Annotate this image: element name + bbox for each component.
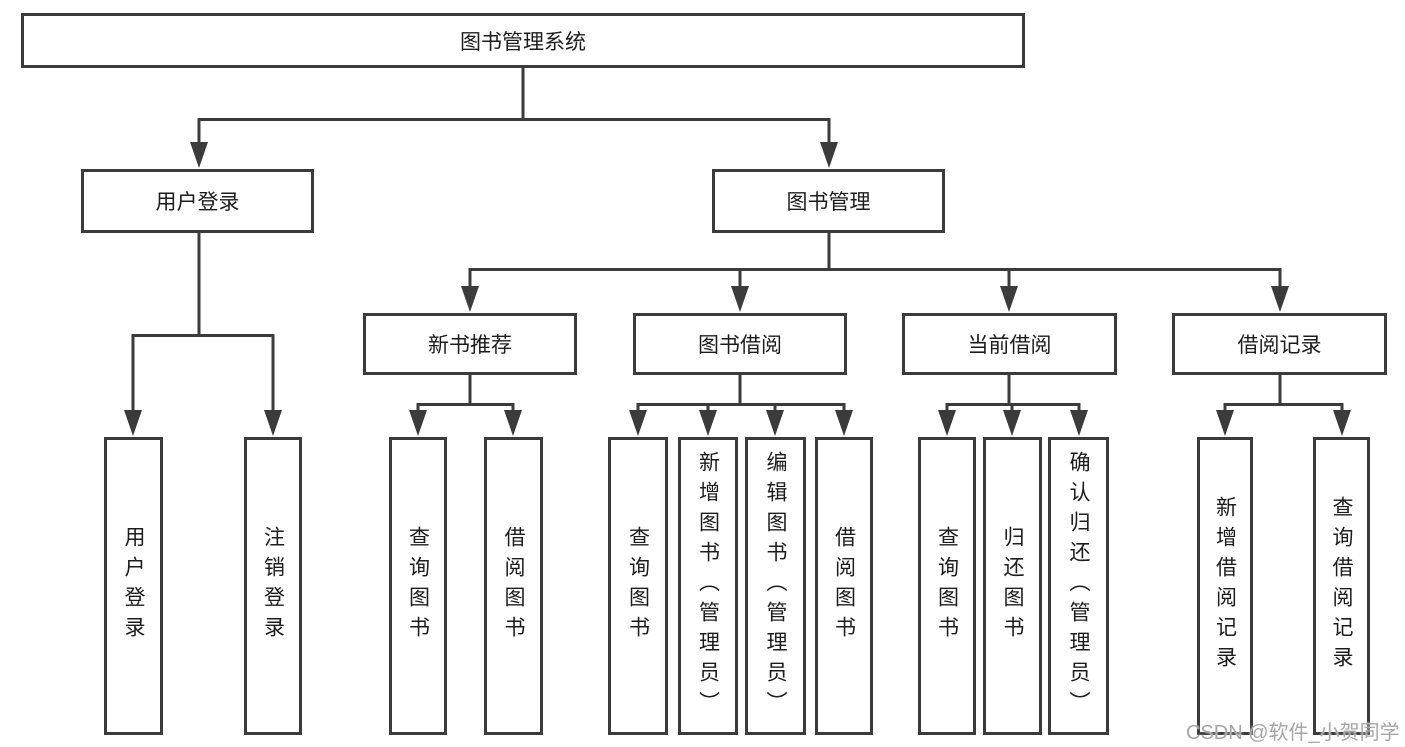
node-book-management: 图书管理 — [712, 169, 945, 233]
edges-bookmgmt-to-level3 — [461, 233, 1289, 312]
arrow-down-icon — [1216, 410, 1234, 436]
arrow-down-icon — [409, 410, 427, 436]
leaf-query-books: 查询图书 — [608, 437, 668, 735]
node-current-borrowing: 当前借阅 — [902, 313, 1117, 375]
leaf-label: 查询图书 — [406, 526, 430, 646]
node-label: 借阅记录 — [1237, 334, 1322, 357]
leaf-user-login: 用户登录 — [104, 437, 163, 735]
node-book-borrowing: 图书借阅 — [633, 313, 847, 375]
leaf-confirm-return-admin: 确认归还（管理员） — [1048, 437, 1109, 735]
arrow-down-icon — [1333, 410, 1351, 436]
node-label: 用户登录 — [155, 191, 240, 214]
leaf-label: 查询图书 — [626, 526, 650, 646]
leaf-label: 新增图书（管理员） — [696, 451, 720, 721]
node-label: 图书借阅 — [698, 334, 782, 357]
edges-records-to-leaves — [1216, 375, 1351, 436]
arrow-down-icon — [190, 142, 208, 168]
arrow-down-icon — [731, 286, 749, 312]
leaf-label: 注销登录 — [261, 526, 285, 646]
leaf-logout: 注销登录 — [244, 437, 302, 735]
leaf-query-books: 查询图书 — [389, 437, 447, 735]
leaf-add-borrowing-record: 新增借阅记录 — [1197, 437, 1253, 735]
edges-userlogin-to-leaves — [124, 233, 282, 436]
leaf-label: 归还图书 — [1001, 526, 1024, 646]
leaf-return-book: 归还图书 — [983, 437, 1042, 735]
edges-current-to-leaves — [938, 375, 1088, 436]
arrow-down-icon — [629, 410, 647, 436]
arrow-down-icon — [504, 410, 522, 436]
arrow-down-icon — [1070, 410, 1088, 436]
node-borrowing-records: 借阅记录 — [1172, 313, 1387, 375]
arrow-down-icon — [1000, 286, 1018, 312]
leaf-borrow-books: 借阅图书 — [815, 437, 873, 735]
leaf-add-book-admin: 新增图书（管理员） — [678, 437, 738, 735]
node-library-management-system: 图书管理系统 — [21, 13, 1025, 68]
csdn-watermark: CSDN @软件_小贺同学 — [1186, 722, 1400, 744]
node-label: 图书管理 — [786, 191, 871, 214]
arrow-down-icon — [835, 410, 853, 436]
node-user-login: 用户登录 — [81, 169, 314, 233]
edges-root-to-level2 — [190, 68, 838, 168]
leaf-query-books: 查询图书 — [918, 437, 976, 735]
leaf-label: 查询图书 — [935, 526, 959, 646]
node-label: 新书推荐 — [428, 334, 512, 357]
arrow-down-icon — [264, 410, 282, 436]
edges-newbook-to-leaves — [409, 375, 522, 436]
leaf-label: 新增借阅记录 — [1213, 496, 1237, 676]
leaf-label: 用户登录 — [122, 526, 145, 646]
node-label: 图书管理系统 — [460, 30, 586, 54]
arrow-down-icon — [938, 410, 956, 436]
leaf-edit-book-admin: 编辑图书（管理员） — [745, 437, 806, 735]
arrow-down-icon — [461, 286, 479, 312]
arrow-down-icon — [699, 410, 717, 436]
node-label: 当前借阅 — [967, 334, 1052, 357]
leaf-label: 查询借阅记录 — [1330, 496, 1353, 676]
node-new-book-recommendation: 新书推荐 — [363, 313, 577, 375]
leaf-query-borrowing-record: 查询借阅记录 — [1313, 437, 1370, 735]
leaf-label: 借阅图书 — [832, 526, 856, 646]
arrow-down-icon — [124, 410, 142, 436]
arrow-down-icon — [1271, 286, 1289, 312]
arrow-down-icon — [820, 142, 838, 168]
edges-borrowing-to-leaves — [629, 375, 853, 436]
leaf-label: 确认归还（管理员） — [1067, 451, 1090, 721]
leaf-label: 编辑图书（管理员） — [764, 451, 787, 721]
leaf-label: 借阅图书 — [502, 526, 525, 646]
arrow-down-icon — [1003, 410, 1021, 436]
leaf-borrow-books: 借阅图书 — [484, 437, 543, 735]
arrow-down-icon — [766, 410, 784, 436]
